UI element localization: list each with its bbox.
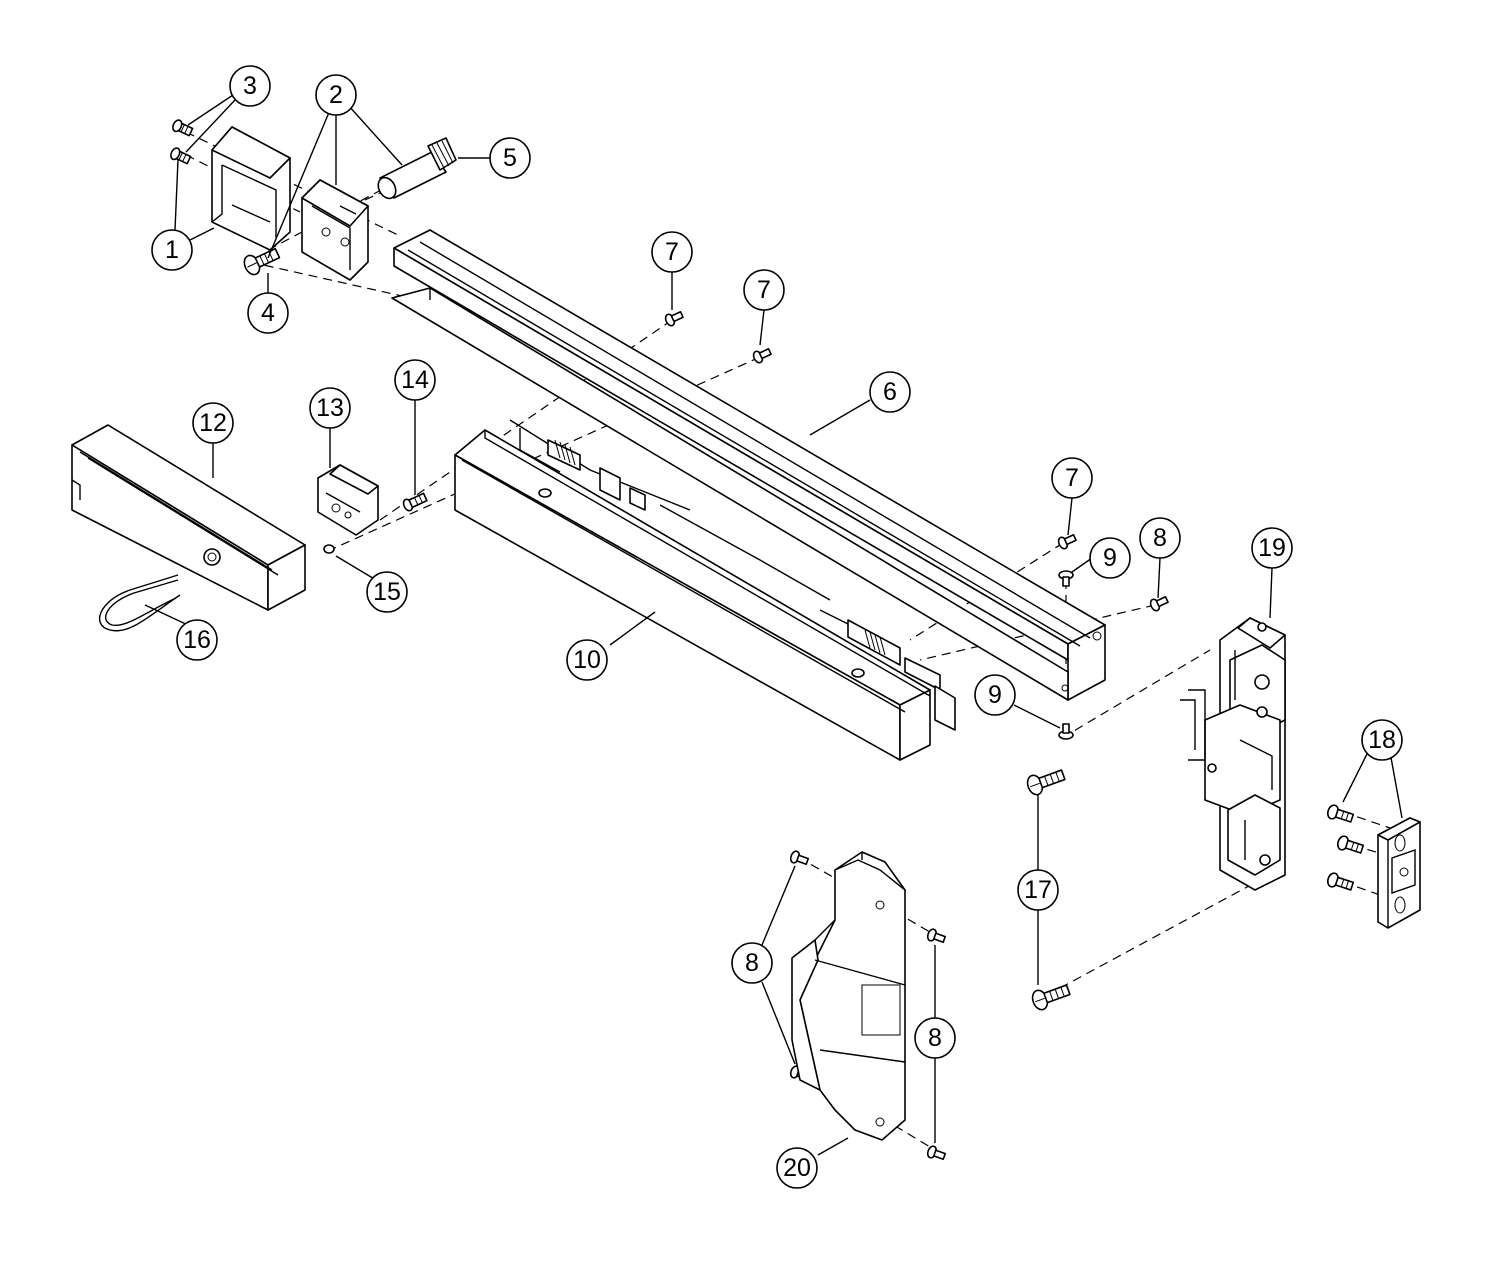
part-14-pin (402, 492, 428, 512)
part-2-mounting-bracket (301, 179, 369, 281)
callout-6: 6 (869, 371, 911, 413)
part-6-rail (391, 229, 1106, 701)
callout-2: 2 (315, 74, 357, 116)
callout-20: 20 (776, 1147, 818, 1189)
callout-5: 5 (489, 137, 531, 179)
callout-4: 4 (247, 292, 289, 334)
callout-12: 12 (192, 402, 234, 444)
callout-3: 3 (229, 65, 271, 107)
callout-10-label: 10 (573, 646, 601, 674)
leader-lines (144, 94, 1403, 1156)
callout-16: 16 (176, 619, 218, 661)
callout-18: 18 (1361, 719, 1403, 761)
callout-8b: 8 (731, 942, 773, 984)
callout-17-label: 17 (1024, 876, 1052, 904)
callout-9b-label: 9 (988, 681, 1002, 709)
callout-9b: 9 (974, 674, 1016, 716)
part-15-washer (323, 544, 335, 554)
callout-8a: 8 (1139, 517, 1181, 559)
callout-14: 14 (394, 359, 436, 401)
part-4-screw (243, 247, 281, 276)
callout-2-label: 2 (329, 81, 343, 109)
part-9-screws (1058, 570, 1074, 740)
callout-7a-label: 7 (665, 238, 679, 266)
callout-14-label: 14 (401, 366, 429, 394)
callout-3-label: 3 (243, 72, 257, 100)
callout-17: 17 (1017, 869, 1059, 911)
callout-7c-label: 7 (1065, 464, 1079, 492)
part-13-bracket (317, 464, 379, 536)
callout-1: 1 (151, 229, 193, 271)
callout-8b-label: 8 (745, 949, 759, 977)
part-10-mechanism-housing (454, 419, 956, 761)
callout-9a: 9 (1089, 537, 1131, 579)
callout-16-label: 16 (183, 626, 211, 654)
callout-19-label: 19 (1258, 534, 1286, 562)
part-20-trim (791, 851, 906, 1141)
part-7-screws (664, 310, 1077, 550)
callout-7b: 7 (743, 269, 785, 311)
part-18-strike (1377, 817, 1421, 929)
callout-12-label: 12 (199, 409, 227, 437)
callout-5-label: 5 (503, 144, 517, 172)
callout-9a-label: 9 (1103, 544, 1117, 572)
part-18-screws (1326, 804, 1365, 891)
callout-20-label: 20 (783, 1154, 811, 1182)
callout-13: 13 (309, 387, 351, 429)
callout-4-label: 4 (261, 299, 275, 327)
callout-18-label: 18 (1368, 726, 1396, 754)
callout-15: 15 (366, 571, 408, 613)
callout-7a: 7 (651, 231, 693, 273)
callout-7b-label: 7 (757, 276, 771, 304)
part-3-screws (170, 119, 194, 165)
part-2-stud (377, 137, 457, 200)
callout-8c-label: 8 (928, 1024, 942, 1052)
part-16-clip (98, 574, 181, 632)
callout-1-label: 1 (165, 236, 179, 264)
callout-6-label: 6 (883, 378, 897, 406)
callout-15-label: 15 (373, 578, 401, 606)
part-17-screws (1026, 769, 1071, 1011)
part-1-end-cap (211, 126, 291, 251)
callout-8a-label: 8 (1153, 524, 1167, 552)
callout-10: 10 (566, 639, 608, 681)
part-19-latch (1180, 617, 1286, 891)
part-12-extension-rail (71, 424, 306, 611)
callout-8c: 8 (914, 1017, 956, 1059)
callout-19: 19 (1251, 527, 1293, 569)
callout-13-label: 13 (316, 394, 344, 422)
callout-7c: 7 (1051, 457, 1093, 499)
